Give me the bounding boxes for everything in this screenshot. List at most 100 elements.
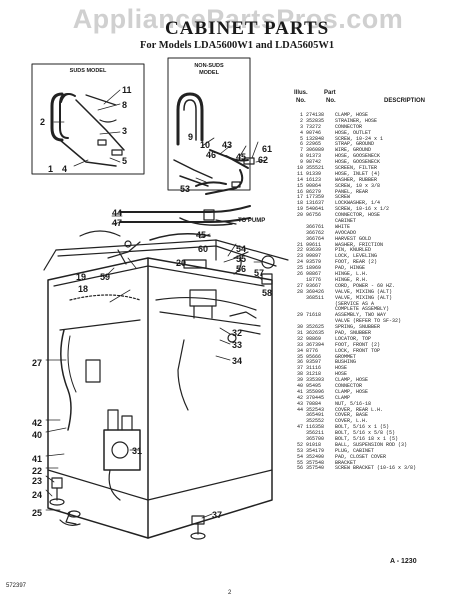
callout-54: 54 — [236, 244, 247, 254]
suds-model-label: SUDS MODEL — [69, 68, 107, 74]
callout-5: 5 — [122, 156, 128, 166]
part-description: HOSE — [335, 371, 348, 378]
part-description: LOCK, LEVELING — [335, 253, 378, 260]
part-description: CLAMP, HOSE — [335, 388, 369, 395]
part-number: 352543 — [306, 406, 325, 413]
callout-55: 55 — [236, 254, 247, 264]
callout-46: 46 — [206, 150, 217, 160]
illus-number: 55 — [296, 459, 303, 466]
illus-number: 26 — [296, 271, 303, 278]
part-description: CORD, POWER - 60 HZ. — [335, 282, 396, 289]
illus-number: 29 — [296, 312, 303, 319]
callout-11: 11 — [122, 85, 132, 95]
part-description: PIN, KNURLED — [335, 247, 372, 254]
table-row: 365700 BOLT, 5/16 18 x 1 (5) — [291, 435, 471, 443]
part-description: CLAMP, HOSE — [335, 112, 369, 118]
part-description: SCREW BRACKET (10-16 x 3/8) — [335, 465, 417, 472]
part-number: 71618 — [306, 312, 322, 319]
part-description: BOLT, 5/16 x 1 (5) — [335, 424, 390, 431]
part-description: (SERVICE AS A — [335, 300, 375, 307]
header-part: Part — [324, 90, 336, 96]
part-description: BOLT, 5/16 18 x 1 (5) — [335, 435, 399, 442]
page-title: CABINET PARTS — [165, 18, 330, 39]
snubber-hardware — [177, 289, 261, 411]
part-number: 93667 — [306, 282, 322, 289]
part-number: 352490 — [306, 453, 325, 460]
non-suds-label-line1: NON-SUDS — [194, 63, 224, 69]
part-number: 352625 — [306, 324, 325, 331]
part-number: 362635 — [306, 329, 325, 336]
callout-1: 1 — [48, 164, 54, 174]
illus-number: 38 — [296, 371, 303, 378]
part-description: STRAINER, HOSE — [335, 117, 378, 124]
part-description: SCREEN, FILTER — [335, 165, 378, 172]
part-number: 93639 — [306, 247, 322, 254]
part-description: BRACKET — [335, 459, 357, 466]
part-number: 365491 — [306, 412, 325, 419]
illus-number: 3 — [299, 123, 303, 130]
part-description: CONNECTOR — [335, 382, 363, 389]
non-suds-label-line2: MODEL — [199, 70, 219, 76]
part-description: WASHER, RUBBER — [335, 176, 378, 183]
illus-number: 34 — [296, 347, 303, 354]
part-number: 31218 — [306, 371, 322, 378]
part-description: VALVE, MIXING (ALT) — [335, 294, 393, 301]
to-pump-label: TO PUMP — [238, 218, 266, 224]
part-number: 22965 — [306, 141, 322, 148]
part-description: CLAMP — [335, 394, 351, 401]
part-description: SPRING, SNUBBER — [335, 324, 381, 331]
illus-number: 30 — [296, 324, 303, 331]
illus-number: 19 — [296, 206, 303, 213]
part-description: PAD, HINGE — [335, 265, 366, 272]
part-number: 90864 — [306, 182, 322, 189]
part-number: 368511 — [306, 294, 325, 301]
part-number: 335393 — [306, 377, 325, 384]
part-number: 8776 — [306, 347, 319, 354]
callout-25: 25 — [32, 508, 43, 518]
leveling-feet — [49, 477, 206, 540]
page-subtitle: For Models LDA5600W1 and LDA5605W1 — [140, 40, 335, 51]
illus-number: 10 — [296, 165, 303, 172]
illus-number: 7 — [299, 147, 303, 154]
callout-43: 43 — [222, 140, 233, 150]
part-number: 96756 — [306, 212, 322, 219]
part-number: 18969 — [306, 265, 322, 272]
part-description: COVER, REAR L.H. — [335, 406, 384, 413]
callout-20: 20 — [176, 258, 187, 268]
callout-2: 2 — [40, 117, 46, 127]
illus-number: 54 — [296, 453, 303, 460]
pump-hose — [119, 205, 251, 241]
part-description: SCREW, 10-16 x 1/2 — [335, 206, 390, 213]
part-number: 91018 — [306, 441, 322, 448]
callout-56: 56 — [236, 264, 247, 274]
part-number: 99611 — [306, 241, 322, 248]
part-number: 354179 — [306, 447, 325, 454]
illus-number: 32 — [296, 335, 303, 342]
illus-number: 39 — [296, 377, 303, 384]
part-number: 132848 — [306, 135, 325, 142]
part-number: 365700 — [306, 435, 325, 442]
part-description: FOOT, FRONT (2) — [335, 341, 381, 348]
part-number: 177359 — [306, 194, 325, 201]
